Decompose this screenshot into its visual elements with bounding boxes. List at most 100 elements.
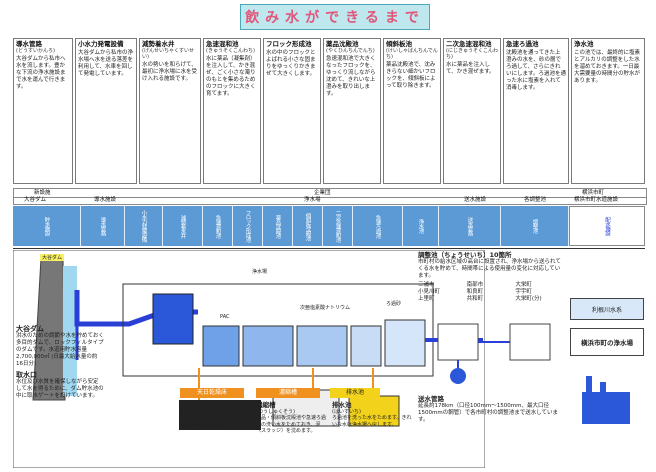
pump-icon [450, 368, 466, 384]
column-body: 水の中のフロックとよばれる小さな固まりをゆっくりかきまぜて大きくします。 [266, 50, 316, 77]
stage-cell: 送水管路 [439, 206, 501, 246]
process-diagram [13, 250, 485, 468]
caption-body: 濃縮槽にたまった上澄みを、天日で乾燥させます。 [180, 415, 250, 428]
town: 共和町 [466, 296, 484, 302]
drain-basin-caption: 排水池 (はいすいち) ろ過池を洗った水をためます。きれいな水は浄水場へ戻します… [332, 402, 412, 428]
column-sedimentation: 薬品沈殿池 (やくひんちんでんち) 急速混和池で大きくなったフロックを、ゆっくり… [323, 38, 381, 184]
stage-cell: 配水施設 [569, 206, 645, 246]
column-body: 急速混和池で大きくなったフロックを、ゆっくり流しながら沈めて、きれいな上澄みを取… [326, 56, 376, 97]
rapid-mix-basin [202, 325, 240, 367]
regulator-body: 市町村の給水区域の高台に設置され、浄水場から送られてくる水を貯めて、時間帯による… [418, 259, 561, 279]
intake-body: 水位及び水質を確保しながら安定して水を得るために、ダム貯水池の中に取水ゲートを設… [16, 379, 104, 399]
town: 南部市 [466, 282, 484, 288]
intake-title: 取水口 [16, 371, 37, 379]
column-floc: フロック形成池 水の中のフロックとよばれる小さな固まりをゆっくりかきまぜて大きく… [263, 38, 321, 184]
column-inclined-plate: 傾斜板池 (けいしゃばんちんでんち) 薬品沈殿池で、沈みきらない細かいフロックを… [383, 38, 441, 184]
sedimentation-basin [296, 325, 348, 367]
town: 三浦市 [418, 282, 435, 288]
pipeline-title: 送水管路 [418, 395, 444, 403]
receiving-well [152, 293, 194, 345]
town-list: 三浦市 南部市 大栄町 小見川町 和良町 宇宇町 上里町 共和町 大栄町(分) [418, 282, 564, 303]
stage-cell: 急速ろ過池 [353, 206, 403, 246]
city-plant-box: 横浜市町の浄水場 [570, 328, 644, 356]
column-title: 二次急速混和池 [446, 40, 492, 48]
river-box: 利根川水系 [570, 298, 644, 320]
band-label: 大谷ダム [24, 197, 47, 203]
drain-basin-unit [348, 395, 400, 427]
town: 大栄町(分) [515, 296, 542, 302]
band-label: 各調整池 [524, 197, 547, 203]
column-body: 水に薬品（凝集剤）を注入して、かき混ぜ、ごく小さな濁りのもとを集めるためのフロッ… [206, 56, 256, 97]
facility-band-top: 新設施 企業団 横浜市町 [13, 188, 647, 198]
column-title: 急速ろ過池 [506, 40, 539, 48]
column-title: 小水力発電設備 [78, 40, 124, 48]
band-label: 新設施 [34, 190, 51, 196]
dam-description: 大谷ダム 洪水のための調節や水を貯めておく多目的ダムで、ロックフィルタイプのダム… [16, 326, 104, 400]
regulator-diagram [437, 323, 551, 384]
column-sub: (どうすいかんろ) [16, 48, 55, 54]
stage-cell: 調整池 [501, 206, 569, 246]
band-label: 横浜市町 [582, 190, 605, 196]
drain-basin-label: 排水池 [330, 388, 380, 398]
caption-body: 薬品・傾斜板沈殿池や急速ろ過池の洗い水をためておき、泥（スラッジ）を沈めます。 [256, 415, 327, 434]
column-receiving-well: 減勢着水井 (げんせいちゃくすいせい) 水の勢いを和らげて、最初に浄水場に水を受… [139, 38, 201, 184]
column-sub: (やくひんちんでんち) [326, 48, 375, 54]
inclined-plate-basin [350, 325, 382, 367]
column-title: 急速混和池 [206, 40, 239, 48]
column-title: 薬品沈殿池 [326, 40, 359, 48]
caption-sub: (のうしゅくそう) [256, 408, 295, 415]
column-body: この池では、最終的に塩素とアルカリの調整をした水を溜めておきます。一日最大需要量… [574, 50, 641, 84]
column-body: 薬品沈殿池で、沈みきらない細かいフロックを、傾斜板によって取り除きます。 [386, 62, 436, 89]
drying-bed-label: 天日乾燥床 [180, 388, 244, 398]
flocculation-basin [242, 325, 294, 367]
caption-sub: (はいすいち) [332, 408, 361, 415]
dam-body: 洪水のための調節や水を貯めておく多目的ダムで、ロックフィルタイプのダムです。水道… [16, 333, 104, 367]
column-title: 傾斜板池 [386, 40, 412, 48]
caption-title: 濃縮槽 [256, 401, 276, 409]
regulator-section: 調整池（ちょうせいち）10箇所 市町村の給水区域の高台に設置され、浄水場から送ら… [418, 252, 564, 303]
column-title: 導水管路 [16, 40, 42, 48]
filter-basin [384, 319, 426, 367]
town: 上里町 [418, 296, 435, 302]
band-label: 導水施設 [94, 197, 117, 203]
thickener-label: 濃縮槽 [256, 388, 320, 398]
stage-cell: 傾斜板沈殿池 [293, 206, 323, 246]
pipeline-body: 延長約178km（口径100mm～1500mm、最大口径1500mmの鋼管）で各… [418, 403, 559, 423]
stage-cell: 薬品沈殿池 [263, 206, 293, 246]
column-title: 浄水池 [574, 40, 594, 48]
caption-title: 排水池 [332, 401, 352, 409]
town: 小見川町 [418, 289, 441, 295]
stage-cell: 導水管路 [81, 206, 125, 246]
band-label: 横浜市町水道施設 [574, 197, 619, 203]
drying-bed-unit [179, 400, 261, 430]
plant-tag: 浄水場 [252, 269, 268, 275]
column-sub: (げんせいちゃくすいせい) [142, 48, 194, 60]
stage-cell: 急速混和池 [203, 206, 233, 246]
plant-outline [122, 283, 434, 377]
caption-sub: (てんぴかんそうしょう) [180, 408, 234, 415]
page-title: 飲み水ができるまで [240, 4, 430, 30]
column-second-mix: 二次急速混和池 (にじきゅうそくこんわち) 水に薬品を注入して、かき混ぜます。 [443, 38, 501, 184]
regulator-title: 調整池（ちょうせいち）10箇所 [418, 251, 512, 259]
town: 宇宇町 [515, 289, 532, 295]
column-body: 大谷ダムから私市へ水を流します。豊かな下流の浄水施設まで水を運んで行きます。 [16, 56, 66, 90]
pipeline-section: 送水管路 延長約178km（口径100mm～1500mm、最大口径1500mmの… [418, 396, 564, 424]
column-filter: 急速ろ過池 沈殿池を通ってきた上澄みの水を、砂の層でろ過して、さらにきれいにしま… [503, 38, 569, 184]
stage-cell: フロック形成池 [233, 206, 263, 246]
regulator-tank [437, 323, 479, 361]
band-label: 企業団 [314, 190, 331, 196]
column-hydro: 小水力発電設備 大谷ダムから私市の浄水場へ水を送る落差を利用して、水車を回して発… [75, 38, 137, 184]
dam-tag: 大谷ダム [40, 254, 65, 261]
stage-cell: 貯水施設 [13, 206, 81, 246]
column-clear-well: 浄水池 この池では、最終的に塩素とアルカリの調整をした水を溜めておきます。一日最… [571, 38, 645, 184]
column-sub: (にじきゅうそくこんわち) [446, 48, 498, 60]
column-body: 水の勢いを和らげて、最初に浄水場に水を受け入れる施設です。 [142, 62, 198, 82]
caption-title: 天日乾燥床 [180, 401, 213, 409]
column-conduit: 導水管路 (どうすいかんろ) 大谷ダムから私市へ水を流します。豊かな下流の浄水施… [13, 38, 73, 184]
dam-title: 大谷ダム [16, 325, 44, 333]
column-sub: (けいしゃばんちんでんち) [386, 48, 438, 60]
column-body: 大谷ダムから私市の浄水場へ水を送る落差を利用して、水車を回して発電しています。 [78, 50, 134, 77]
column-title: フロック形成池 [266, 40, 312, 48]
drying-bed-caption: 天日乾燥床 (てんぴかんそうしょう) 濃縮槽にたまった上澄みを、天日で乾燥させま… [180, 402, 254, 428]
column-body: 沈殿池を通ってきた上澄みの水を、砂の層でろ過して、さらにきれいにします。ろ過池を… [506, 50, 566, 91]
